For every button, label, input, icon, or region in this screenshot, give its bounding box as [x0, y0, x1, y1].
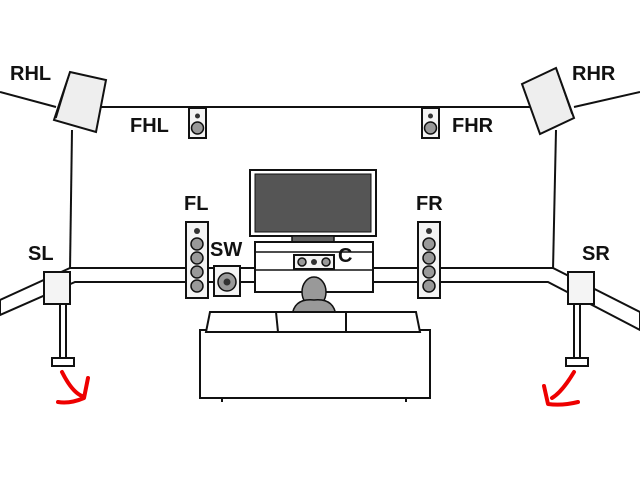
- label-fl: FL: [184, 193, 209, 215]
- label-rhr: RHR: [572, 63, 616, 85]
- label-rhl: RHL: [10, 63, 52, 85]
- speaker-icon: [293, 254, 335, 270]
- label-fhl: FHL: [130, 115, 169, 137]
- subwoofer-icon: [213, 265, 241, 297]
- speaker-icon: [520, 66, 576, 136]
- label-sw: SW: [210, 239, 243, 261]
- label-sl: SL: [28, 243, 54, 265]
- speaker-icon: [52, 70, 108, 134]
- speaker-icon: [43, 271, 75, 367]
- label-fhr: FHR: [452, 115, 494, 137]
- label-sr: SR: [582, 243, 610, 265]
- speaker-icon: [421, 107, 440, 139]
- tv-icon: [249, 169, 377, 245]
- label-c: C: [338, 245, 353, 267]
- arrow-icon: [542, 370, 580, 407]
- label-fr: FR: [416, 193, 443, 215]
- speaker-icon: [417, 221, 441, 299]
- sofa-icon: [199, 311, 431, 402]
- speaker-icon: [185, 221, 209, 299]
- speaker-icon: [188, 107, 207, 139]
- speaker-icon: [565, 271, 595, 367]
- arrow-icon: [56, 370, 90, 405]
